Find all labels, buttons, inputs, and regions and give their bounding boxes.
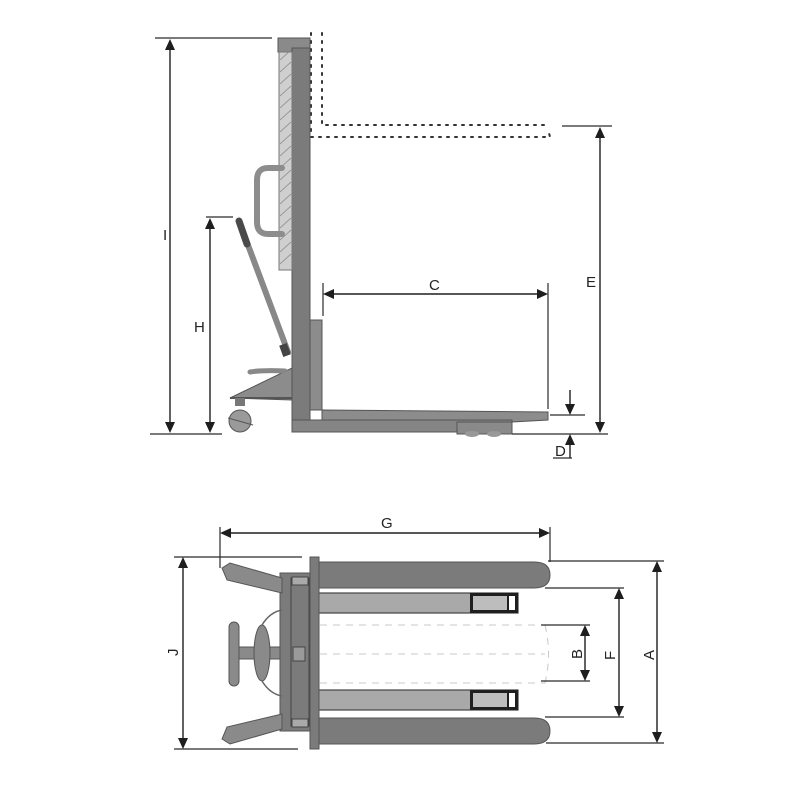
dimension-c: C bbox=[322, 277, 549, 409]
dimension-f: F bbox=[545, 587, 624, 718]
top-view: G J A F bbox=[165, 515, 664, 750]
dimension-a: A bbox=[546, 560, 664, 744]
rear-casters bbox=[221, 562, 283, 745]
dimension-e: E bbox=[512, 125, 612, 435]
dimension-b: B bbox=[541, 624, 590, 682]
mast bbox=[277, 37, 311, 421]
label-a: A bbox=[641, 650, 658, 660]
outer-legs bbox=[317, 561, 551, 745]
label-c: C bbox=[429, 277, 440, 294]
dimension-h: H bbox=[194, 216, 233, 433]
load-ghost-lines bbox=[320, 624, 549, 684]
label-j: J bbox=[165, 649, 182, 657]
inner-forks bbox=[317, 592, 519, 711]
chassis bbox=[227, 367, 293, 433]
label-e: E bbox=[586, 274, 596, 291]
fork-carriage bbox=[291, 319, 549, 437]
dimension-j: J bbox=[165, 556, 302, 750]
label-d: D bbox=[555, 443, 566, 460]
dimension-g: G bbox=[219, 515, 551, 568]
label-g: G bbox=[381, 515, 393, 532]
pump-lever bbox=[235, 217, 291, 358]
raised-fork-ghost bbox=[310, 32, 552, 138]
steering-handle-top bbox=[228, 609, 283, 697]
dimension-d: D bbox=[550, 390, 585, 460]
label-b: B bbox=[569, 649, 586, 659]
mast-frame-top bbox=[279, 556, 320, 750]
push-handle bbox=[254, 165, 285, 237]
label-h: H bbox=[194, 319, 205, 336]
side-view: I H C E bbox=[150, 32, 612, 460]
label-i: I bbox=[163, 227, 167, 244]
dimension-i: I bbox=[150, 37, 272, 435]
label-f: F bbox=[602, 651, 619, 660]
